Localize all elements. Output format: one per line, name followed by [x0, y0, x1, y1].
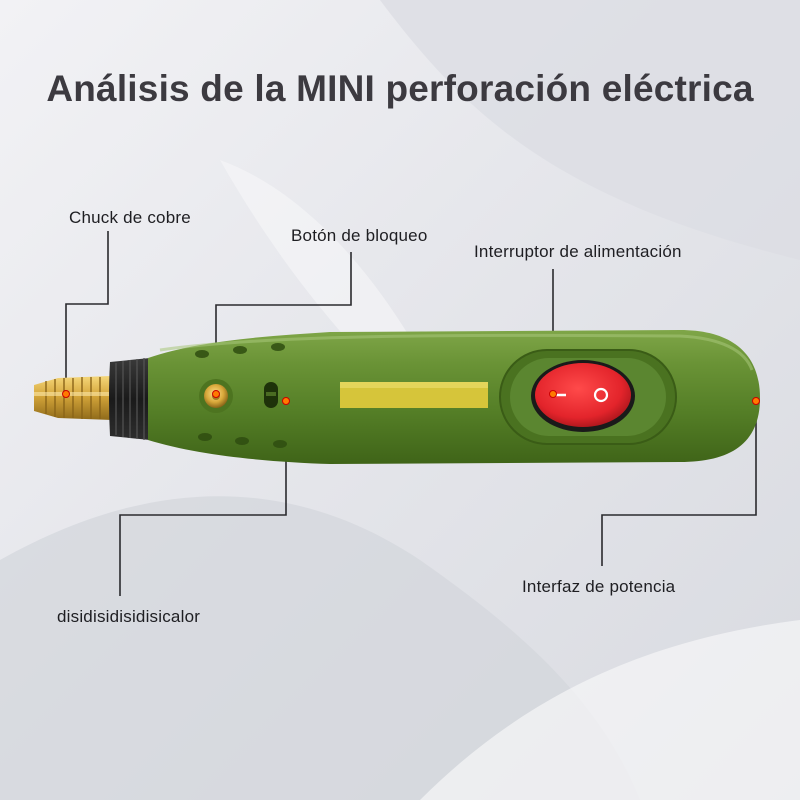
callout-markers [62, 390, 760, 405]
power-interface-label: Interfaz de potencia [522, 577, 676, 596]
power-leader-line [601, 401, 757, 566]
lock-button-label: Botón de bloqueo [291, 226, 428, 245]
chuck-label: Chuck de cobre [69, 208, 191, 227]
page-title: Análisis de la MINI perforación eléctric… [46, 68, 754, 109]
switch-marker [549, 390, 557, 398]
collar-nut [109, 358, 150, 440]
power-switch [499, 349, 677, 445]
lock-marker [212, 390, 220, 398]
front-vents [195, 343, 287, 448]
power-marker [752, 397, 760, 405]
power-switch-label: Interruptor de alimentación [474, 242, 682, 261]
chuck-marker [62, 390, 70, 398]
brass-chuck [34, 376, 112, 420]
vent-label: disidisidisidisicalor [57, 607, 201, 626]
chuck-leader-line [65, 231, 109, 394]
vent-marker [282, 397, 290, 405]
heat-vent [264, 382, 278, 408]
